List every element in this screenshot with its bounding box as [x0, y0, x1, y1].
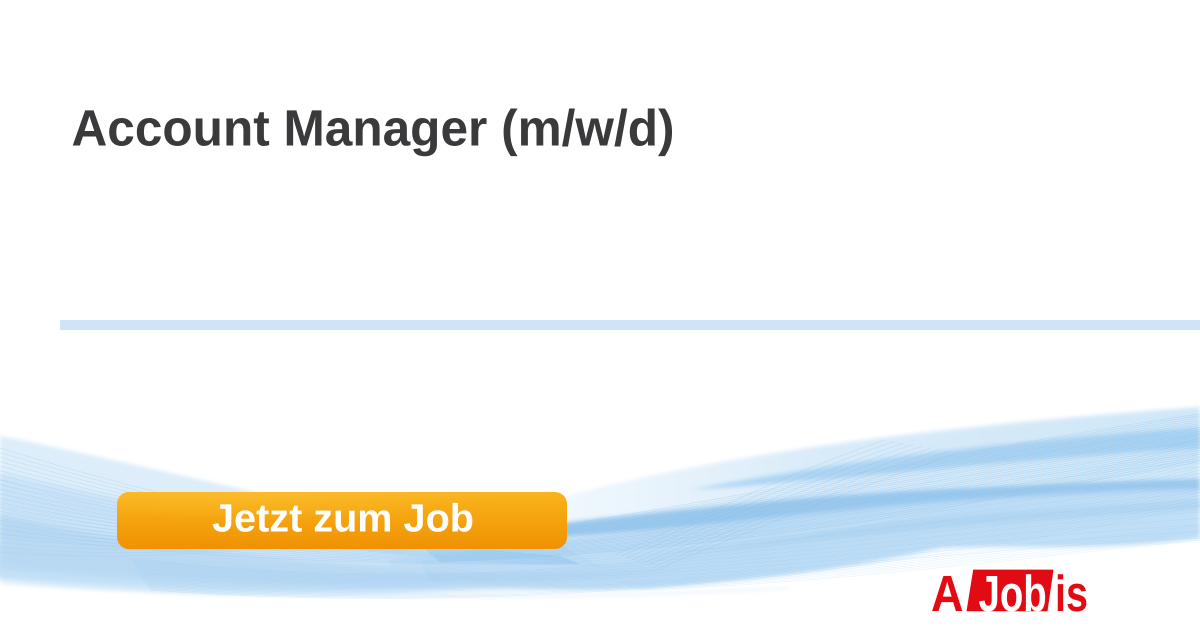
svg-text:Job: Job: [979, 565, 1047, 622]
svg-text:A: A: [931, 565, 964, 622]
svg-text:Account Manager (m/w/d): Account Manager (m/w/d): [72, 100, 675, 157]
svg-text:Jetzt zum Job: Jetzt zum Job: [212, 497, 474, 541]
svg-text:is: is: [1055, 565, 1088, 622]
